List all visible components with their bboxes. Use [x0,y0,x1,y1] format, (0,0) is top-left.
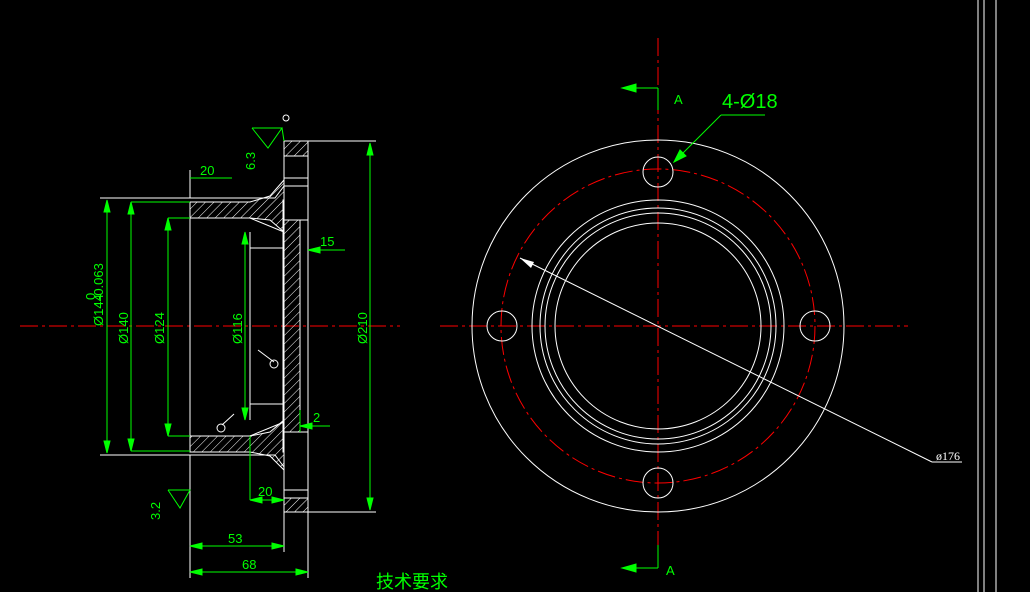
dim-text-15: 15 [320,234,334,249]
weld-symbol [282,114,290,122]
arrow [164,423,172,437]
neck-upper-outline [190,185,285,233]
arrow [620,83,637,93]
arrow [672,149,687,164]
dim-text-144: Ø144 [91,294,106,326]
arrow [164,217,172,231]
arrow [307,246,321,254]
pitch-circle [500,168,816,484]
roughness-symbol-bottom [167,489,191,509]
arrow [295,568,309,576]
weld-symbol [216,423,226,433]
arrow [271,496,285,504]
weld-leader [257,349,275,363]
flange-hatch-middle [283,219,301,433]
arrow [241,407,249,421]
arrow [271,542,285,550]
dim-text-116: Ø116 [230,313,245,344]
flange-outline [283,140,309,513]
dim-text-140: Ø140 [116,312,131,344]
roughness-text-bottom: 3.2 [148,502,163,520]
arrow [620,563,637,573]
dim-text-144-tol-low: -0.063 [91,263,106,300]
section-view: 20 6.3 15 Ø144 0 -0.063 Ø140 Ø124 Ø116 Ø… [20,114,400,578]
roughness-text-top: 6.3 [243,152,258,170]
pcd-label: ø176 [936,449,960,463]
section-mark-bottom: A [666,563,675,578]
arrow [103,199,111,213]
dim-text-68: 68 [242,557,256,572]
flange-hatch-top [283,140,309,157]
arrow [241,231,249,245]
arrow [103,440,111,454]
arrow [127,438,135,452]
dim-text-210: Ø210 [355,312,370,344]
arrow [189,568,203,576]
notes-title: 技术要求 [376,572,448,592]
arrow [189,542,203,550]
hole-leader [675,114,722,161]
roughness-leader [281,127,285,142]
neck-lower-section [189,418,285,472]
bore-circle [554,222,762,430]
dim-text-144-tol: 0 [83,293,98,300]
bolt-hole-top [642,156,674,188]
ring-circle [531,199,785,453]
dim-text-top20: 20 [200,163,214,178]
neck-upper-section [189,178,285,234]
front-view: A A 4-Ø18 ø176 [440,38,962,578]
dim-text-bottom20: 20 [258,484,272,499]
section-mark-top: A [674,92,683,107]
weld-symbol [269,359,279,369]
flange-hatch-bottom [283,497,309,513]
dim-text-124: Ø124 [152,312,167,344]
arrow [366,497,374,511]
pcd-leader [519,257,933,463]
bolt-hole-right [799,310,831,342]
outer-circle [471,139,845,513]
bolt-hole-left [486,310,518,342]
roughness-symbol-top [251,127,283,149]
arrow [299,422,313,430]
holes-label: 4-Ø18 [722,91,778,113]
ring-circle [539,207,777,445]
ring-circle [544,212,772,440]
arrow [366,142,374,156]
weld-leader [221,413,235,426]
arrow [520,258,534,268]
arrow [127,201,135,215]
arrow [249,496,263,504]
bolt-hole-bottom [642,467,674,499]
dim-text-53: 53 [228,531,242,546]
dim-text-2: 2 [313,410,320,425]
